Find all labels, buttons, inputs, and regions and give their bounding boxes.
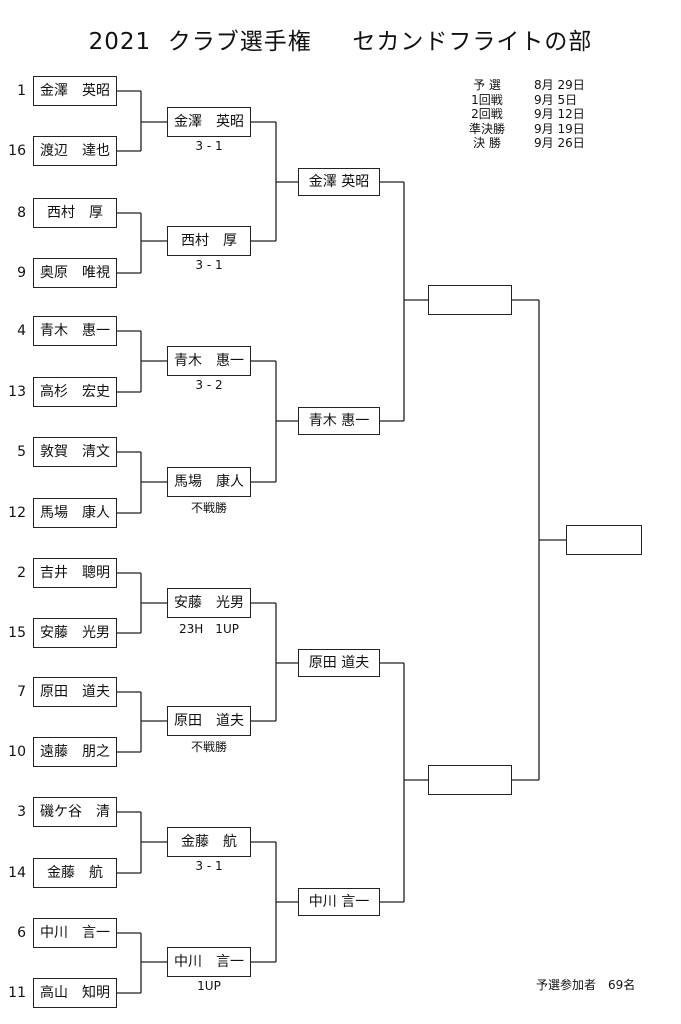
schedule-date: 9月 12日 (534, 107, 585, 121)
seed-number: 12 (8, 505, 26, 521)
schedule-label: 1回戦 (471, 92, 503, 107)
player-box: 西村 厚 (33, 198, 117, 228)
player-box: 渡辺 達也 (33, 136, 117, 166)
match-score: 23H 1UP (179, 622, 239, 636)
round2-winner-box: 原田 道夫 (167, 706, 251, 736)
schedule-label: 決 勝 (473, 136, 501, 150)
match-score: 3 - 1 (195, 258, 223, 272)
player-box: 原田 道夫 (33, 677, 117, 707)
seed-number: 13 (8, 384, 26, 400)
seed-number: 2 (17, 565, 26, 581)
player-box: 高山 知明 (33, 978, 117, 1008)
schedule-row: 予 選 8月 29日 (462, 78, 585, 93)
player-box: 奥原 唯視 (33, 258, 117, 288)
schedule-label: 予 選 (473, 78, 501, 92)
seed-number: 10 (8, 744, 26, 760)
final-box (566, 525, 642, 555)
schedule-row: 準決勝 9月 19日 (462, 122, 585, 137)
seed-number: 5 (17, 444, 26, 460)
round2-winner-box: 馬場 康人 (167, 467, 251, 497)
round3-winner-box: 青木 惠一 (298, 407, 380, 435)
round3-winner-box: 原田 道夫 (298, 649, 380, 677)
schedule-date: 9月 19日 (534, 121, 585, 136)
player-box: 安藤 光男 (33, 618, 117, 648)
schedule-date: 9月 26日 (534, 136, 585, 150)
round2-winner-box: 西村 厚 (167, 226, 251, 256)
player-box: 磯ケ谷 清 (33, 797, 117, 827)
schedule-date: 8月 29日 (534, 78, 585, 92)
participant-count: 予選参加者 69名 (536, 978, 636, 992)
player-box: 金澤 英昭 (33, 76, 117, 106)
seed-number: 15 (8, 625, 26, 641)
seed-number: 7 (17, 684, 26, 700)
match-score: 3 - 2 (195, 378, 223, 392)
match-score: 不戦勝 (190, 501, 227, 515)
schedule-label: 準決勝 (468, 121, 505, 136)
semifinal-box (428, 285, 512, 315)
player-box: 遠藤 朋之 (33, 737, 117, 767)
schedule-row: 2回戦 9月 12日 (462, 107, 585, 122)
seed-number: 9 (17, 265, 26, 281)
seed-number: 14 (8, 865, 26, 881)
player-box: 高杉 宏史 (33, 377, 117, 407)
seed-number: 3 (17, 804, 26, 820)
match-score: 1UP (197, 979, 221, 993)
round2-winner-box: 青木 惠一 (167, 346, 251, 376)
player-box: 金藤 航 (33, 858, 117, 888)
schedule-label: 2回戦 (471, 107, 503, 121)
match-score: 3 - 1 (195, 859, 223, 873)
round2-winner-box: 金澤 英昭 (167, 107, 251, 137)
player-box: 敦賀 清文 (33, 437, 117, 467)
player-box: 吉井 聰明 (33, 558, 117, 588)
round3-winner-box: 中川 言一 (298, 888, 380, 916)
schedule-row: 1回戦 9月 5日 (462, 93, 585, 108)
seed-number: 8 (17, 205, 26, 221)
seed-number: 16 (8, 143, 26, 159)
round2-winner-box: 中川 言一 (167, 947, 251, 977)
seed-number: 1 (17, 83, 26, 99)
round2-winner-box: 安藤 光男 (167, 588, 251, 618)
semifinal-box (428, 765, 512, 795)
player-box: 中川 言一 (33, 918, 117, 948)
player-box: 青木 惠一 (33, 316, 117, 346)
seed-number: 6 (17, 925, 26, 941)
match-score: 3 - 1 (195, 139, 223, 153)
schedule-row: 決 勝 9月 26日 (462, 136, 585, 151)
match-score: 不戦勝 (190, 740, 227, 754)
schedule-date: 9月 5日 (534, 92, 578, 107)
page-title: 2021 クラブ選手権 セカンドフライトの部 (88, 29, 593, 55)
round2-winner-box: 金藤 航 (167, 827, 251, 857)
round3-winner-box: 金澤 英昭 (298, 168, 380, 196)
schedule-table: 予 選 8月 29日 1回戦 9月 5日 2回戦 9月 12日 準決勝 9月 19日 決… (462, 78, 585, 151)
seed-number: 11 (8, 985, 26, 1001)
player-box: 馬場 康人 (33, 498, 117, 528)
seed-number: 4 (17, 323, 26, 339)
